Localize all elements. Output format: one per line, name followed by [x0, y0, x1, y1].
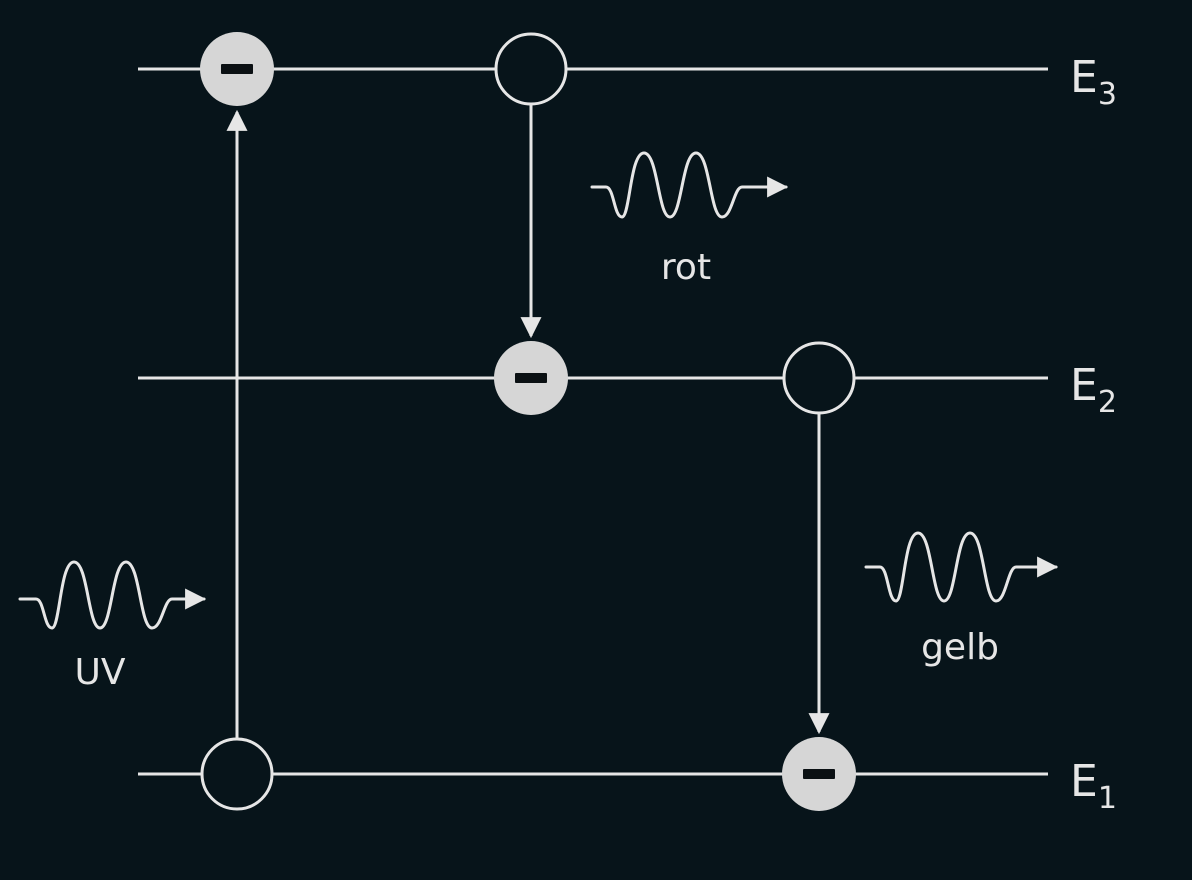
electron-e3 [200, 32, 274, 106]
yellow-photon-wave-icon [864, 531, 1059, 603]
yellow-photon-label: gelb [921, 627, 999, 668]
hole-e1 [200, 737, 274, 811]
red-photon-label: rot [661, 247, 711, 288]
electron-e1 [782, 737, 856, 811]
red-photon-wave-icon [590, 151, 789, 219]
hole-e3 [494, 32, 568, 106]
hole-e2 [782, 341, 856, 415]
energy-level-e1-label: E1 [1070, 756, 1117, 816]
minus-icon [515, 373, 547, 383]
uv-photon-label: UV [75, 652, 126, 693]
uv-photon-wave-icon [18, 560, 207, 630]
electron-e2 [494, 341, 568, 415]
minus-icon [803, 769, 835, 779]
energy-level-e3-label: E3 [1070, 52, 1117, 112]
energy-level-e2-label: E2 [1070, 360, 1117, 420]
minus-icon [221, 64, 253, 74]
